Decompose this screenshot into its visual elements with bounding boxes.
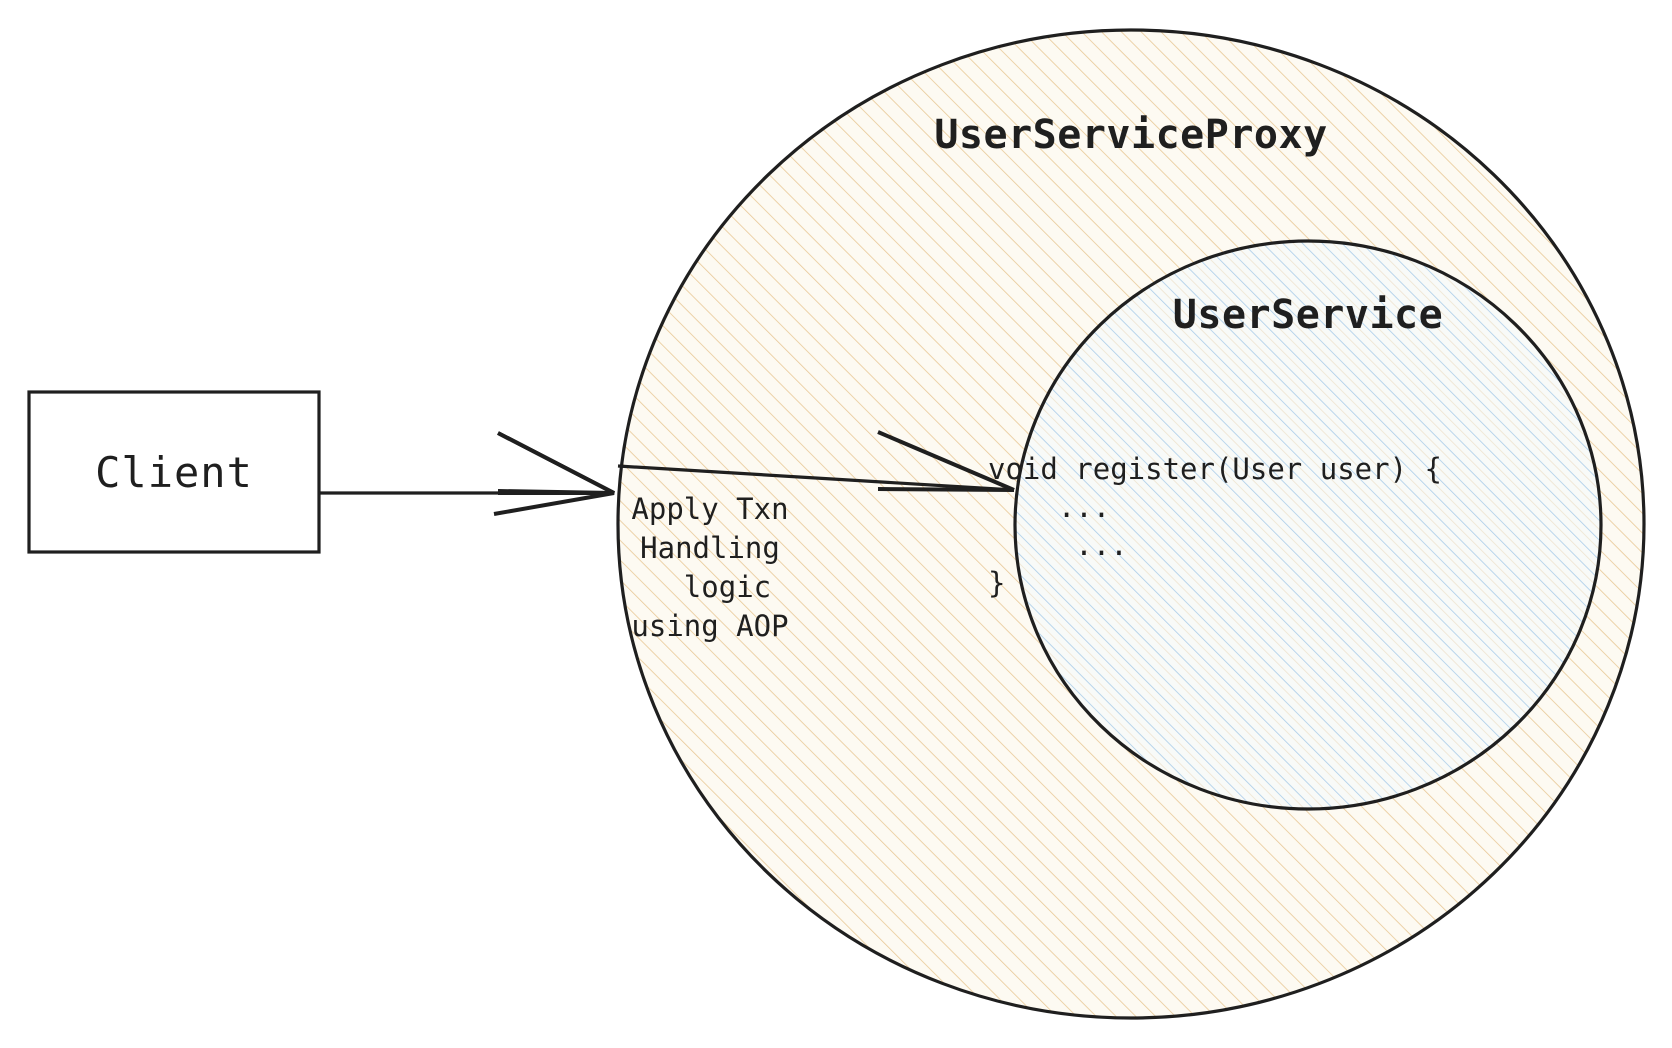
client-box-label: Client [95, 447, 253, 497]
inner-circle-title: UserService [1172, 292, 1444, 338]
client-box[interactable] [27, 390, 321, 554]
aspect-annotation-text: Apply Txn Handling logic using AOP [631, 492, 789, 643]
inner-circle-userservice[interactable] [1013, 239, 1603, 811]
userservice-code-snippet: void register(User user) { ... ... } [988, 452, 1442, 600]
arrow-proxy-to-service [617, 430, 1015, 492]
arrow-client-to-proxy [319, 431, 615, 516]
outer-circle-title: UserServiceProxy [934, 112, 1328, 158]
